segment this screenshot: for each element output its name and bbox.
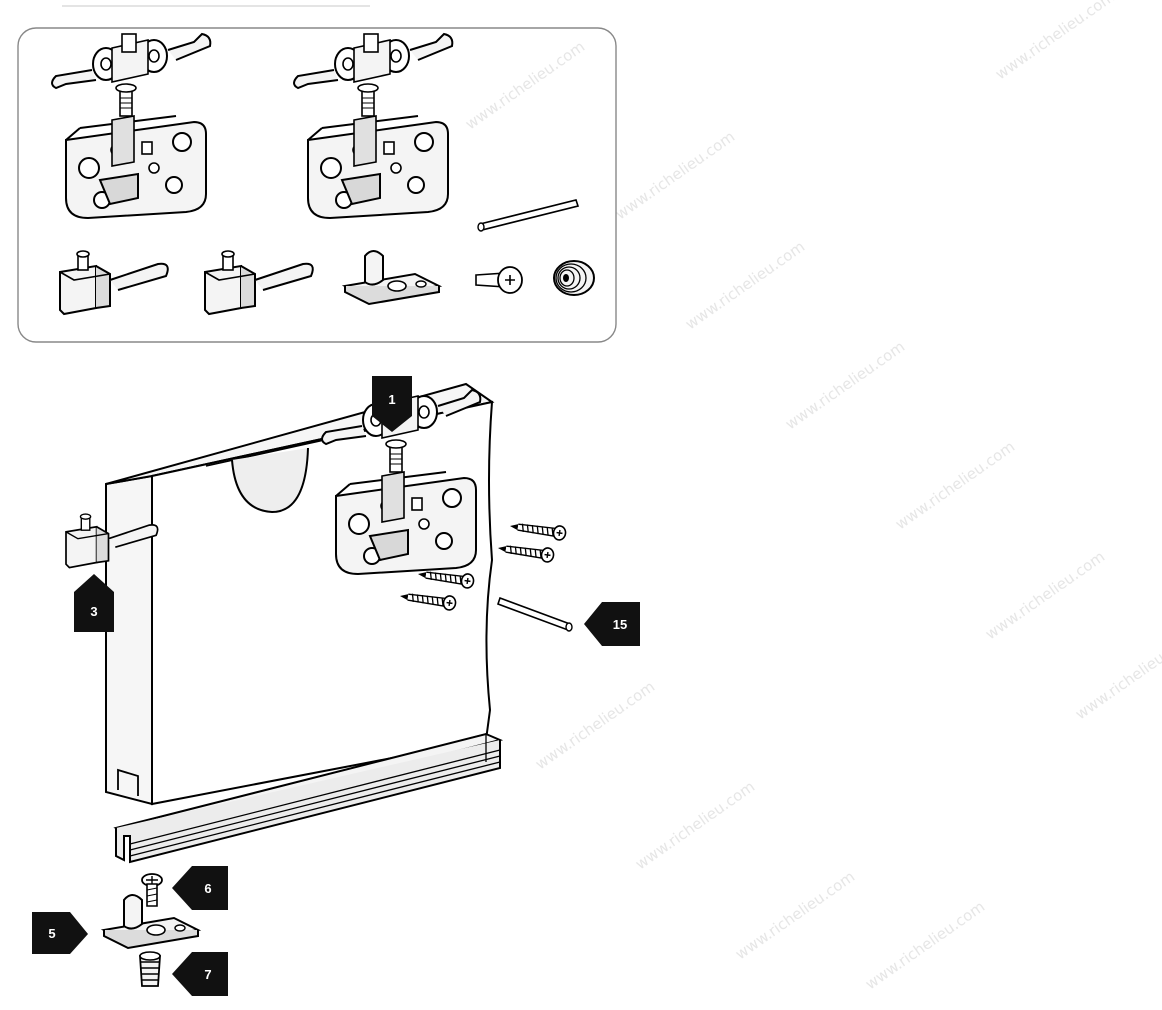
bottom-track-icon: [113, 732, 504, 864]
callout-6: 6: [172, 866, 228, 910]
watermark-text: www.richelieu.com: [892, 437, 1018, 533]
callout-7: 7: [172, 952, 228, 996]
watermark-text: www.richelieu.com: [862, 897, 988, 993]
callout-5-label: 5: [48, 926, 55, 941]
parts-kit-panel: [17, 27, 617, 343]
watermark-text: www.richelieu.com: [732, 867, 858, 963]
bumper-clip-icon: [204, 250, 314, 315]
callout-5: 5: [32, 912, 88, 954]
watermark-text: www.richelieu.com: [532, 677, 658, 773]
callout-1-label: 1: [388, 392, 395, 407]
wood-screw-icon: [508, 518, 568, 542]
guide-pin-icon: [477, 199, 580, 232]
watermark-text: www.richelieu.com: [1072, 627, 1162, 723]
door-panel: [105, 382, 495, 806]
bumper-clip-icon: [59, 250, 169, 315]
threaded-insert-icon: [553, 260, 595, 296]
callout-6-label: 6: [204, 881, 211, 896]
callout-3: 3: [74, 574, 114, 632]
watermarks: www.richelieu.com www.richelieu.com www.…: [462, 0, 1162, 993]
watermark-text: www.richelieu.com: [612, 127, 738, 223]
roller-carriage-icon: [293, 33, 454, 219]
floor-guide-icon: [344, 250, 440, 305]
roller-carriage-icon: [51, 33, 212, 219]
watermark-text: www.richelieu.com: [982, 547, 1108, 643]
threaded-insert-icon: [139, 951, 161, 987]
watermark-text: www.richelieu.com: [462, 37, 588, 133]
guide-pin-icon: [496, 596, 573, 632]
callout-1: 1: [372, 376, 412, 432]
callout-15-label: 15: [613, 617, 627, 632]
machine-screw-icon: [475, 266, 523, 294]
callout-7-label: 7: [204, 967, 211, 982]
watermark-text: www.richelieu.com: [992, 0, 1118, 83]
callout-15: 15: [584, 602, 640, 646]
wood-screw-icon: [496, 540, 556, 564]
machine-screw-icon: [141, 873, 163, 907]
callout-3-label: 3: [90, 604, 97, 619]
watermark-text: www.richelieu.com: [782, 337, 908, 433]
watermark-text: www.richelieu.com: [632, 777, 758, 873]
watermark-text: www.richelieu.com: [682, 237, 808, 333]
